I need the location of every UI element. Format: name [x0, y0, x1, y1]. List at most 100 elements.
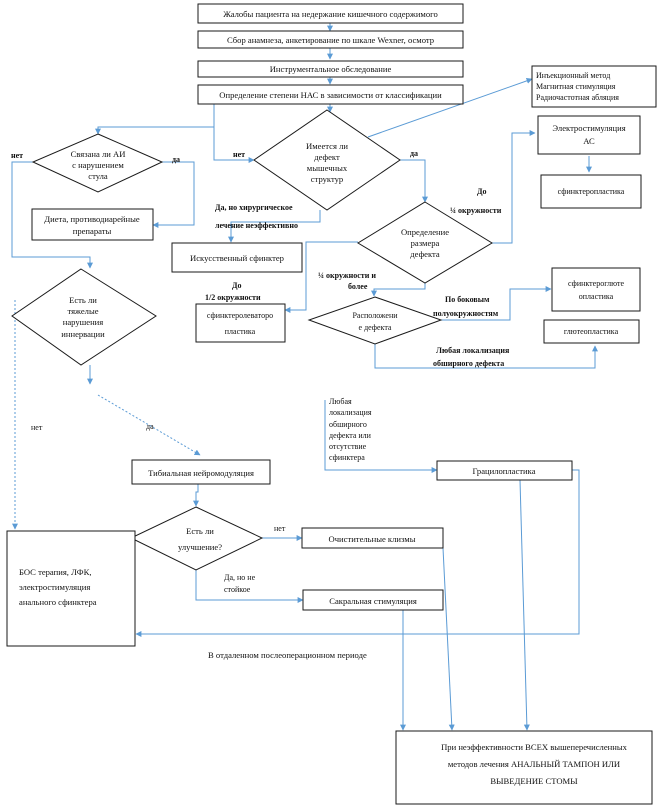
- defect-yes-label: да: [410, 149, 418, 158]
- absence-line-3: обширного: [329, 420, 367, 429]
- gracilo-text: Грацилопластика: [472, 466, 535, 476]
- bos-line-3: анального сфинктера: [19, 597, 97, 607]
- severe-line-2: тяжелые: [67, 306, 98, 316]
- complaints-box: Жалобы пациента на недержание кишечного …: [197, 3, 464, 24]
- lateral-line-2: полуокружностям: [433, 309, 499, 318]
- absence-line-4: дефекта или: [329, 431, 372, 440]
- half-to-line-2: 1/2 окружности: [205, 293, 261, 302]
- injection-line-1: Инъекционный метод: [536, 71, 610, 80]
- sphincterolevatoroplasty-box: сфинктеролеватoро пластика: [195, 303, 286, 343]
- diet-line-1: Диета, противодиарейные: [44, 214, 140, 224]
- sphincteroplasty-box: сфинктеропластика: [540, 174, 642, 209]
- lateral-line-1: По боковым: [445, 295, 490, 304]
- improvement-line-2: улучшение?: [178, 542, 222, 552]
- sacral-text: Сакральная стимуляция: [329, 596, 417, 606]
- degree-text: Определение степени НАС в зависимости от…: [219, 90, 442, 100]
- electrostim-line-1: Электростимуляция: [552, 123, 625, 133]
- artificial-sphincter-text: Искусственный сфинктер: [190, 253, 284, 263]
- electrostimulation-box: Электростимуляция АС: [537, 115, 641, 155]
- bos-therapy-box: БОС терапия, ЛФК, электростимуляция анал…: [6, 530, 136, 647]
- severe-line-4: иннервации: [61, 329, 105, 339]
- tibial-text: Тибиальная нейромодуляция: [148, 468, 254, 478]
- absence-line-6: сфинктера: [329, 453, 365, 462]
- instrumental-text: Инструментальное обследование: [270, 64, 392, 74]
- sphincterogluteo-line-2: опластика: [579, 292, 614, 301]
- degree-box: Определение степени НАС в зависимости от…: [197, 84, 464, 105]
- any-location-line-1: Любая локализация: [436, 346, 510, 355]
- quarter-more-line-1: ¼ окружности и: [318, 271, 376, 280]
- surgical-label-line-2: лечение неэффективно: [215, 221, 298, 230]
- diet-box: Диета, противодиарейные препараты: [31, 208, 154, 241]
- final-line-2: методов лечения АНАЛЬНЫЙ ТАМПОН ИЛИ: [448, 759, 620, 769]
- surgical-label-line-1: Да, но хирургическое: [215, 203, 293, 212]
- sphincterogluteo-line-1: сфинктероглюте: [568, 279, 624, 288]
- final-recommendation-box: При неэффективности ВСЕХ вышеперечисленн…: [395, 730, 653, 805]
- gluteoplasty-text: глютеопластика: [564, 327, 619, 336]
- absence-line-1: Любая: [329, 397, 352, 406]
- injection-line-3: Радиочастотная абляция: [536, 93, 619, 102]
- ai-diamond: Связана ли АИ с нарушением стула: [31, 133, 164, 193]
- half-to-line-1: До: [232, 281, 242, 290]
- quarter-to-line-2: ¼ окружности: [450, 206, 502, 215]
- ai-line-2: с нарушением: [72, 160, 124, 170]
- absence-line-5: отсутствие: [329, 442, 367, 451]
- gluteoplasty-box: глютеопластика: [543, 319, 640, 344]
- sphincterolevator-line-2: пластика: [225, 327, 256, 336]
- severe-innervation-diamond: Есть ли тяжелые нарушения иннервации: [11, 268, 157, 366]
- defect-line-2: дефект: [314, 152, 340, 162]
- size-line-3: дефекта: [410, 249, 440, 259]
- anamnesis-box: Сбор анамнеза, анкетирование по шкале We…: [197, 30, 464, 49]
- improvement-partial-line-1: Да, но не: [224, 573, 256, 582]
- postoperative-label: В отдаленном послеоперационном периоде: [208, 650, 367, 660]
- location-diamond: Расположени е дефекта: [307, 296, 443, 345]
- ai-no-label: нет: [11, 151, 23, 160]
- improvement-no-label: нет: [274, 524, 286, 533]
- any-location-absence-label: Любая локализация обширного дефекта или …: [329, 397, 372, 462]
- final-line-3: ВЫВЕДЕНИЕ СТОМЫ: [490, 776, 578, 786]
- injection-line-2: Магнитная стимуляция: [536, 82, 616, 91]
- anamnesis-text: Сбор анамнеза, анкетирование по шкале We…: [227, 35, 434, 45]
- artificial-sphincter-box: Искусственный сфинктер: [171, 242, 303, 273]
- gracilo-plasty-box: Грацилопластика: [436, 460, 573, 481]
- final-line-1: При неэффективности ВСЕХ вышеперечисленн…: [441, 742, 628, 752]
- sphincteroplasty-text: сфинктеропластика: [558, 187, 625, 196]
- ai-line-1: Связана ли АИ: [71, 149, 126, 159]
- location-line-2: е дефекта: [359, 323, 392, 332]
- instrumental-box: Инструментальное обследование: [197, 60, 464, 78]
- ai-line-3: стула: [88, 171, 108, 181]
- quarter-more-line-2: более: [348, 282, 368, 291]
- improvement-diamond: Есть ли улучшение?: [129, 506, 264, 571]
- electrostim-line-2: АС: [583, 136, 595, 146]
- quarter-to-line-1: До: [477, 187, 487, 196]
- complaints-text: Жалобы пациента на недержание кишечного …: [223, 9, 438, 19]
- any-location-line-2: обширного дефекта: [433, 359, 504, 368]
- defect-diamond: Имеется ли дефект мышечных структур: [253, 109, 401, 211]
- size-line-2: размера: [411, 238, 440, 248]
- injection-methods-box: Инъекционный метод Магнитная стимуляция …: [531, 65, 657, 108]
- defect-no-label: нет: [233, 150, 245, 159]
- location-line-1: Расположени: [352, 311, 398, 320]
- sphincterogluteoplasty-box: сфинктероглюте опластика: [551, 267, 641, 312]
- defect-line-3: мышечных: [307, 163, 348, 173]
- cleansing-enemas-box: Очистительные клизмы: [301, 527, 444, 549]
- defect-line-1: Имеется ли: [306, 141, 348, 151]
- enemas-text: Очистительные клизмы: [329, 534, 416, 544]
- improvement-partial-line-2: стойкое: [224, 585, 251, 594]
- size-diamond: Определение размера дефекта: [357, 201, 493, 284]
- defect-line-4: структур: [311, 174, 343, 184]
- ai-yes-label: да: [172, 155, 180, 164]
- severe-no-label: нет: [31, 423, 43, 432]
- absence-line-2: локализация: [329, 408, 372, 417]
- size-line-1: Определение: [401, 227, 449, 237]
- connectors: [11, 23, 598, 731]
- bos-line-2: электростимуляция: [19, 582, 90, 592]
- sacral-stimulation-box: Сакральная стимуляция: [302, 589, 444, 611]
- severe-line-1: Есть ли: [69, 295, 97, 305]
- improvement-line-1: Есть ли: [186, 526, 214, 536]
- severe-line-3: нарушения: [63, 317, 104, 327]
- bos-line-1: БОС терапия, ЛФК,: [19, 567, 91, 577]
- sphincterolevator-line-1: сфинктеролеватoро: [207, 311, 273, 320]
- severe-yes-label: да: [146, 422, 154, 431]
- tibial-neuromodulation-box: Тибиальная нейромодуляция: [131, 459, 271, 485]
